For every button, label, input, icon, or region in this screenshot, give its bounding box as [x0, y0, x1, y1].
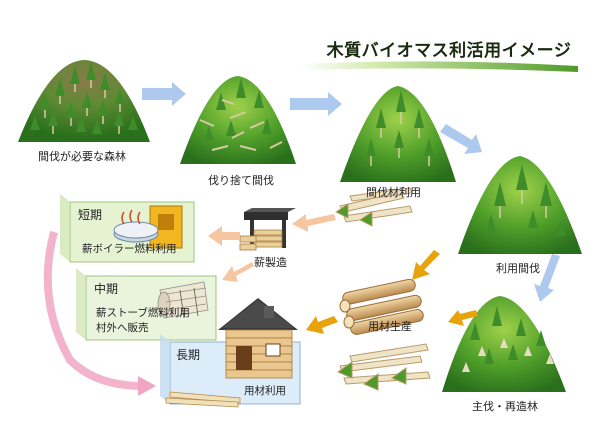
mid-term-line-2: 村外へ販売: [96, 322, 149, 334]
hill-use-thinning: [458, 156, 582, 254]
thinned-log-pile: [335, 187, 413, 227]
mid-term-line-1: 薪ストーブ燃料利用: [96, 307, 190, 319]
title-area: 木質バイオマス利活用イメージ: [318, 36, 580, 70]
hill-final-harvest: [442, 296, 566, 392]
pink-long-term-arrow: [43, 230, 156, 396]
lumber-logs: [339, 278, 424, 335]
short-term-text: 薪ボイラー燃料利用: [82, 243, 177, 255]
box-mid-term: [76, 268, 217, 341]
harvest-log-pile: [336, 343, 431, 391]
label-thinned-wood-use: 間伐材利用: [366, 186, 421, 199]
orange-arrows: [306, 250, 478, 334]
mid-term-period: 中期: [94, 282, 119, 296]
hill-thinned-wood-use: [340, 86, 456, 182]
short-term-period: 短期: [78, 208, 103, 222]
label-cut-and-leave: 伐り捨て間伐: [208, 174, 274, 187]
box-short-term: [60, 194, 195, 263]
long-term-period: 長期: [176, 348, 201, 362]
box-long-term: [160, 298, 301, 408]
hill-thinning-needed: [18, 60, 150, 142]
label-final-harvest: 主伐・再造林: [472, 400, 538, 413]
long-term-text: 用材利用: [244, 385, 286, 397]
label-firewood-production: 薪製造: [254, 256, 287, 269]
title-underline: [300, 61, 578, 72]
firewood-stack: [239, 208, 296, 251]
hill-cut-and-leave: [180, 76, 296, 164]
diagram-title: 木質バイオマス利活用イメージ: [326, 41, 572, 61]
label-lumber-production: 用材生産: [368, 320, 412, 333]
label-thinning-needed: 間伐が必要な森林: [38, 150, 126, 163]
label-use-thinning: 利用間伐: [496, 262, 540, 275]
light-orange-arrows: [208, 214, 336, 282]
blue-arrows: [142, 82, 560, 302]
